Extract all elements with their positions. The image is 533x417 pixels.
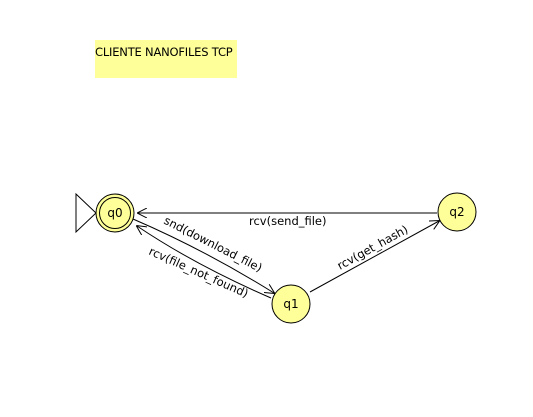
diagram-note: CLIENTE NANOFILES TCP bbox=[95, 40, 237, 78]
state-q0-label: q0 bbox=[107, 206, 122, 220]
svg-text:rcv(get_hash): rcv(get_hash) bbox=[335, 222, 411, 272]
state-q2[interactable]: q2 bbox=[437, 192, 477, 232]
transition-q1-q2: rcv(get_hash) bbox=[309, 221, 439, 293]
state-q0[interactable]: q0 bbox=[95, 193, 135, 233]
svg-text:rcv(send_file): rcv(send_file) bbox=[249, 214, 327, 228]
state-q1-label: q1 bbox=[283, 297, 298, 311]
state-q1[interactable]: q1 bbox=[271, 284, 311, 324]
transition-q2-q0: rcv(send_file) bbox=[138, 213, 437, 228]
state-q2-label: q2 bbox=[449, 205, 464, 219]
initial-state-marker bbox=[75, 192, 97, 234]
accepting-ring bbox=[99, 197, 131, 229]
